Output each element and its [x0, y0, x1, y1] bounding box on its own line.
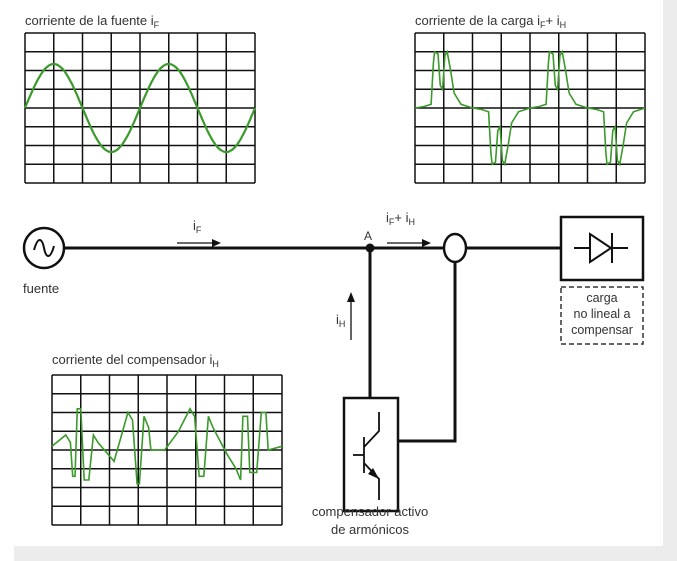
compensator-description-line: de armónicos — [330, 522, 410, 537]
load-current-waveform — [414, 49, 646, 167]
ac-source-icon — [22, 226, 66, 270]
oscilloscope-grid-compensator — [51, 374, 283, 526]
arrow-right-icon — [387, 239, 431, 247]
background-strip — [14, 546, 677, 561]
background-strip — [663, 0, 677, 561]
transistor-icon — [342, 396, 400, 513]
load-description: carga no lineal a compensar — [561, 290, 643, 338]
current-sensor-icon — [442, 232, 468, 264]
source-current-waveform — [23, 62, 257, 154]
diode-load-icon — [559, 215, 645, 282]
source-label: fuente — [23, 281, 60, 296]
load-current-label: iF+ iH — [386, 210, 415, 227]
load-description-line: no lineal a — [573, 307, 631, 321]
source-graph-title: corriente de la fuente iF — [25, 13, 160, 30]
sensor-wire — [398, 262, 457, 443]
compensator-current-waveform — [51, 407, 283, 485]
load-graph-title: corriente de la carga iF+ iH — [415, 13, 567, 30]
compensator-description-line: compensador activo — [311, 504, 429, 519]
source-current-label: iF — [193, 218, 202, 235]
compensator-graph-title: corriente del compensador iH — [52, 352, 219, 369]
load-description-line: compensar — [571, 323, 633, 337]
load-label-box — [560, 286, 644, 345]
compensator-description: compensador activo de armónicos — [290, 503, 450, 539]
arrow-up-icon — [347, 292, 355, 340]
compensator-current-label: iH — [336, 312, 346, 329]
node-label: A — [364, 229, 373, 243]
load-description-line: carga — [586, 291, 618, 305]
arrow-right-icon — [177, 239, 221, 247]
